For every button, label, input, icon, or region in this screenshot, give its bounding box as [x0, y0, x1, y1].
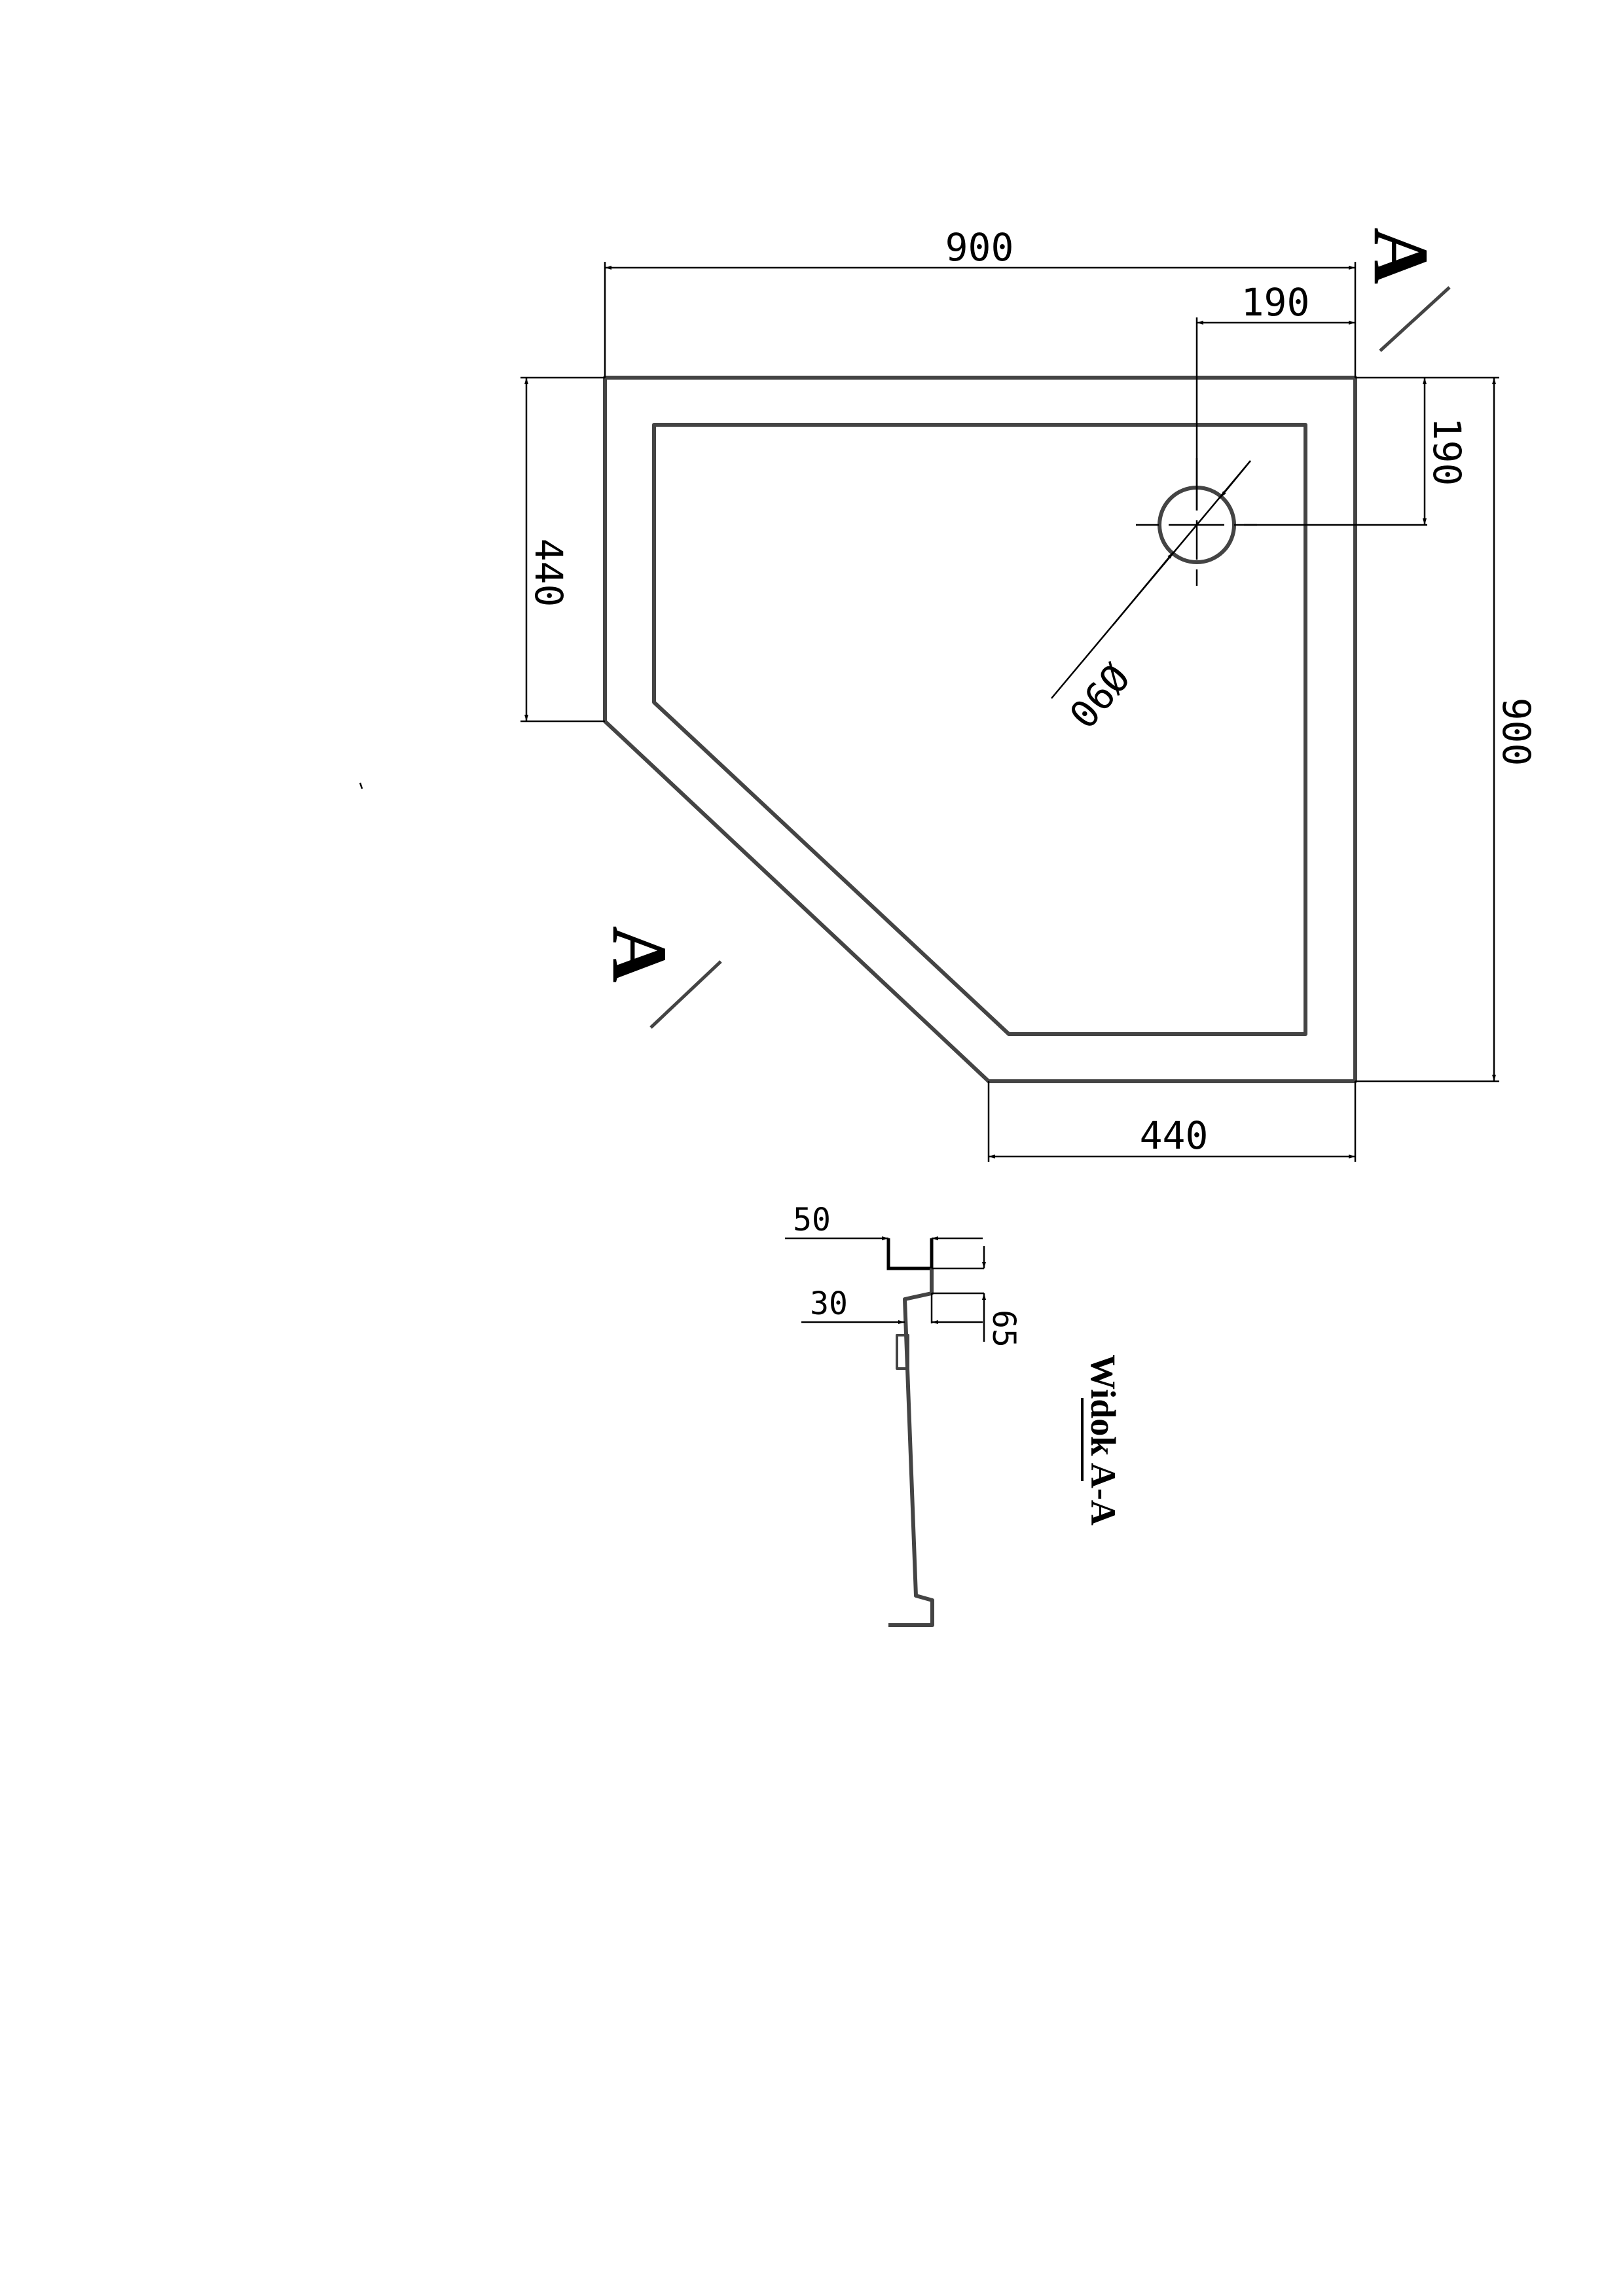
tray-plan-view: 900 190 190 900 440	[359, 225, 1539, 1162]
section-title-label: Widok A-A	[1084, 1354, 1123, 1526]
dimension-height-right: 900	[1355, 378, 1539, 1083]
stray-mark	[359, 782, 363, 789]
dimension-height: 65	[932, 1246, 1022, 1348]
dimension-drain-y: 190	[1244, 376, 1499, 526]
section-detail	[896, 1334, 909, 1370]
dimension-label: 190	[1241, 280, 1310, 325]
section-label: A	[596, 926, 684, 983]
dimension-drain-x: 190	[1195, 280, 1355, 511]
dimension-label: 900	[945, 225, 1014, 270]
section-mark-bottom: A	[596, 926, 722, 1029]
section-view: 50 65 30 Widok A-A	[785, 1202, 1123, 1627]
dimension-label: 190	[1425, 418, 1469, 486]
dimension-label: 50	[793, 1202, 831, 1238]
dimension-label: 30	[810, 1285, 848, 1322]
tray-inner-outline	[652, 423, 1307, 1036]
dimension-label: 440	[526, 539, 571, 607]
dimension-label: 65	[985, 1310, 1022, 1348]
section-label: A	[1358, 228, 1445, 285]
section-mark-top: A	[1358, 228, 1451, 352]
dimension-drain-diameter: Ø90	[1051, 460, 1251, 736]
dimension-label: 440	[1140, 1113, 1209, 1158]
rim-profile	[886, 1238, 934, 1270]
dimension-rim-width: 50	[785, 1202, 983, 1240]
dimension-inner-offset: 30	[801, 1285, 983, 1324]
dimension-label: Ø90	[1060, 655, 1138, 736]
tray-outer-outline	[603, 376, 1357, 1083]
section-title: Widok A-A	[1081, 1354, 1123, 1526]
dimension-width-top: 900	[604, 225, 1357, 378]
dimension-height-left: 440	[520, 376, 605, 723]
dimension-label: 900	[1494, 698, 1539, 766]
dimension-width-bottom: 440	[987, 1081, 1357, 1162]
